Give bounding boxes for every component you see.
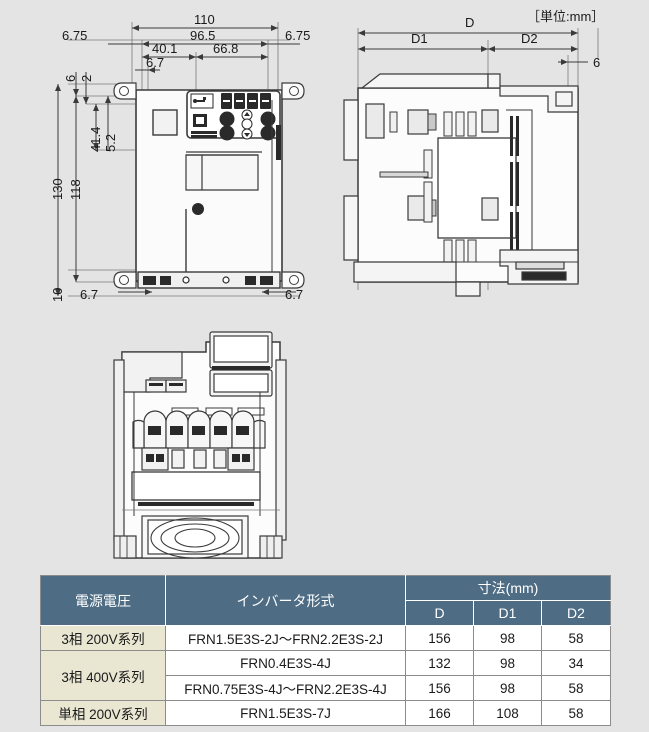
table-row: 3相 400V系列 FRN0.4E3S-4J 132 98 34: [40, 650, 612, 701]
dim-left-edge-offset: 6.75: [62, 28, 88, 43]
cell-d: 166: [405, 700, 474, 726]
unit-note: ［単位:mm］: [527, 9, 605, 24]
dim-bottom-offset: 10: [50, 287, 65, 302]
header-model: インバータ形式: [165, 575, 406, 626]
table-header-row-1: 電源電圧 インバータ形式 寸法(mm): [40, 575, 612, 626]
dim-top-gap-b: 2: [79, 74, 94, 82]
dim-bottom-right-offset: 6.7: [285, 287, 304, 302]
cell-model: FRN1.5E3S-2J～FRN2.2E3S-2J: [165, 625, 406, 651]
header-voltage: 電源電圧: [40, 575, 166, 626]
dim-overall-height: 130: [50, 178, 65, 200]
dim-inner-width: 96.5: [190, 28, 216, 43]
cell-d2: 58: [540, 700, 612, 726]
header-d: D: [405, 600, 474, 626]
table-header-row-2: D D1 D2: [41, 600, 612, 626]
dim-keypad-height: 41.4: [88, 126, 103, 152]
cell-model: FRN0.75E3S-4J～FRN2.2E3S-4J: [165, 675, 406, 701]
cell-voltage: 単相 200V系列: [40, 700, 166, 726]
cell-model: FRN0.4E3S-4J: [165, 650, 406, 676]
dim-top-gap-a: 6: [63, 74, 78, 82]
header-d1: D1: [473, 600, 542, 626]
dim-bottom-left-offset: 6.7: [80, 287, 99, 302]
cell-d: 156: [405, 675, 474, 701]
cell-d1: 108: [473, 700, 542, 726]
cell-d2: 58: [540, 675, 612, 701]
dim-depth-rear: D2: [521, 31, 538, 46]
front-view-drawing: [55, 22, 305, 297]
bottom-view-drawing: [113, 331, 287, 559]
dim-depth-front: D1: [411, 31, 428, 46]
table-row: 単相 200V系列 FRN1.5E3S-7J 166 108 58: [40, 700, 612, 726]
cell-d: 156: [405, 625, 474, 651]
cell-d1: 98: [473, 675, 542, 701]
cell-voltage: 3相 200V系列: [40, 625, 166, 651]
dimension-table: 電源電圧 インバータ形式 寸法(mm) D D1 D2 3相 200V系列 FR…: [40, 575, 612, 726]
dim-overall-width: 110: [194, 12, 215, 27]
table-row: 3相 200V系列 FRN1.5E3S-2J～FRN2.2E3S-2J 156 …: [40, 625, 612, 651]
cell-d1: 98: [473, 625, 542, 651]
cell-d2: 58: [540, 625, 612, 651]
dim-rear-offset: 6: [593, 55, 601, 70]
cell-voltage: 3相 400V系列: [40, 650, 166, 701]
cell-d: 132: [405, 650, 474, 676]
cell-d1: 98: [473, 650, 542, 676]
dim-hole-right: 66.8: [213, 41, 239, 56]
dim-right-edge-offset: 6.75: [285, 28, 311, 43]
cell-d2: 34: [540, 650, 612, 676]
dim-keypad-offset: 5.2: [103, 133, 118, 152]
dim-top-hole-offset: 6.7: [146, 55, 165, 70]
table-row: FRN0.75E3S-4J～FRN2.2E3S-4J 156 98 58: [41, 675, 612, 701]
dim-hole-left: 40.1: [152, 41, 178, 56]
dim-body-height: 118: [68, 179, 83, 200]
dim-depth-total: D: [465, 15, 475, 30]
header-d2: D2: [540, 600, 612, 626]
header-dimension-group: 寸法(mm): [404, 575, 612, 601]
side-view-drawing: [343, 28, 599, 297]
cell-model: FRN1.5E3S-7J: [165, 700, 406, 726]
